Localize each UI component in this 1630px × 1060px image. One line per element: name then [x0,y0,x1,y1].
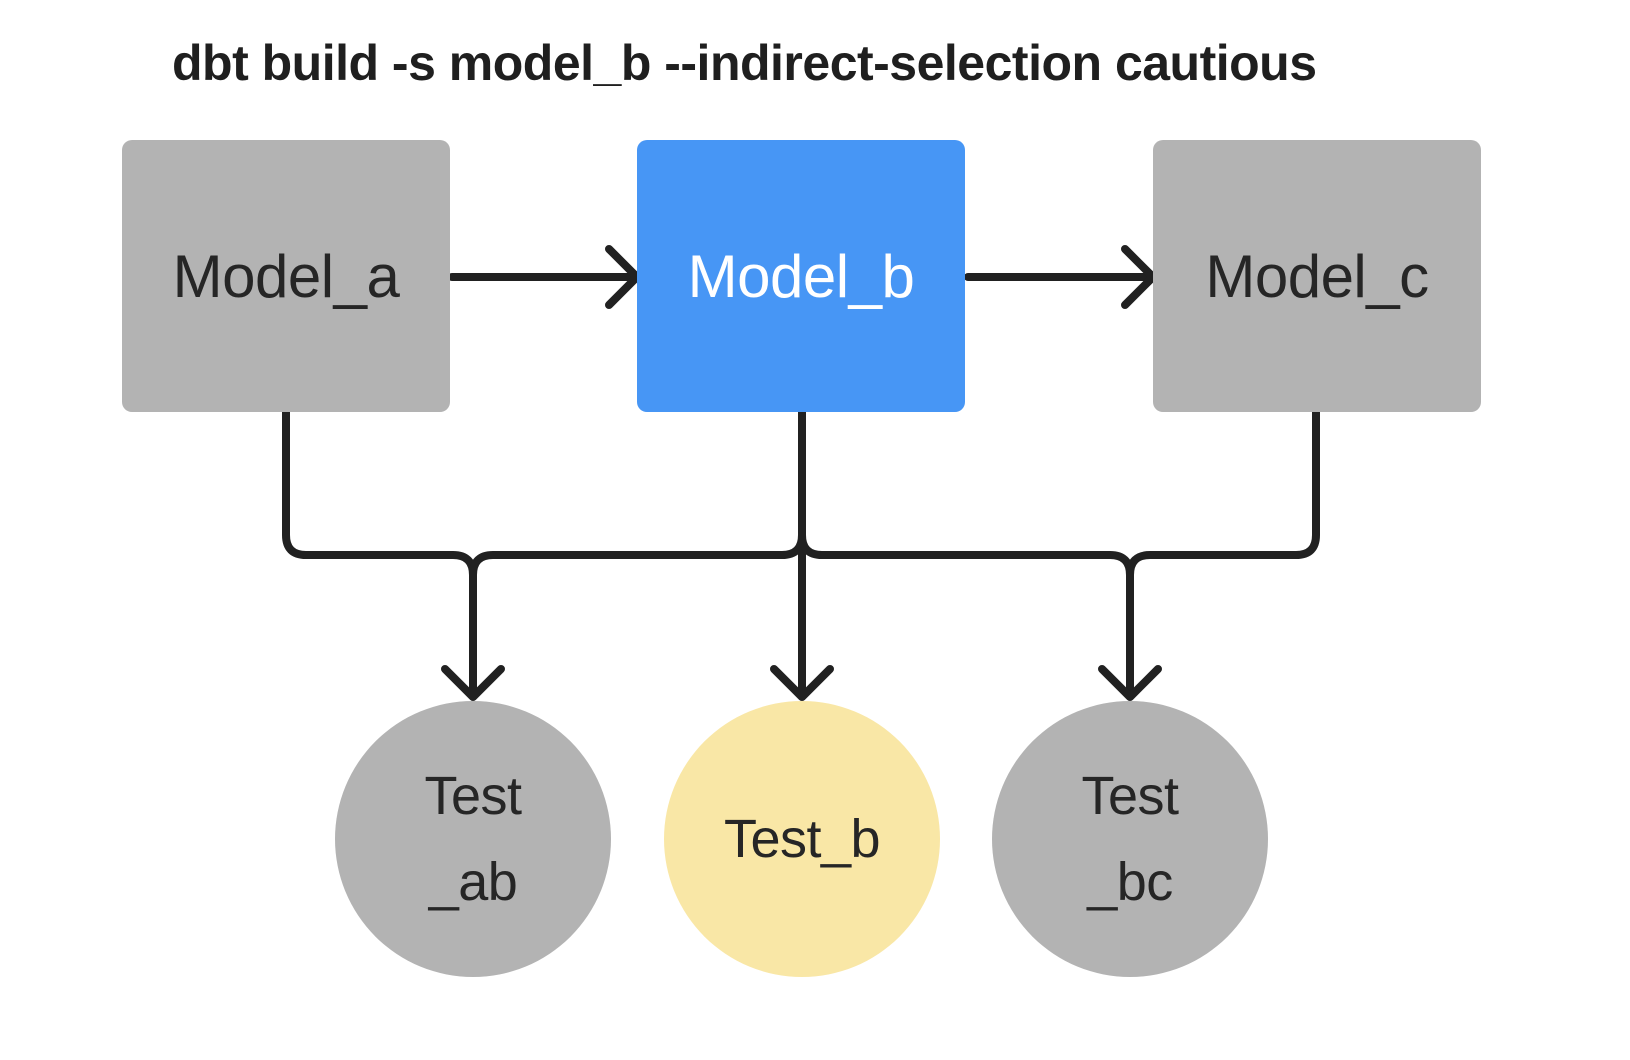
node-model-b-label: Model_b [687,242,915,310]
node-model-c: Model_c [1153,140,1481,412]
node-model-a: Model_a [122,140,450,412]
arrowhead-test-bc-icon [1098,665,1162,701]
node-test-ab-label: Test _ab [424,766,522,912]
node-test-ab: Test _ab [335,701,611,977]
node-test-bc: Test _bc [992,701,1268,977]
node-test-b-selected: Test_b [664,701,940,977]
edge-model-b-to-test-bc [798,408,1134,694]
edge-model-b-to-test-ab [469,408,806,694]
node-test-b-label: Test_b [723,809,881,869]
node-model-a-label: Model_a [172,242,400,310]
arrowhead-test-b-icon [770,665,834,701]
node-model-c-label: Model_c [1205,242,1429,310]
arrowhead-test-ab-icon [441,665,505,701]
edge-model-c-to-test-bc [1126,408,1320,694]
edge-model-a-to-test-ab [282,408,477,694]
diagram-title: dbt build -s model_b --indirect-selectio… [172,35,1317,91]
node-test-bc-label: Test _bc [1081,766,1179,912]
node-model-b-selected: Model_b [637,140,965,412]
